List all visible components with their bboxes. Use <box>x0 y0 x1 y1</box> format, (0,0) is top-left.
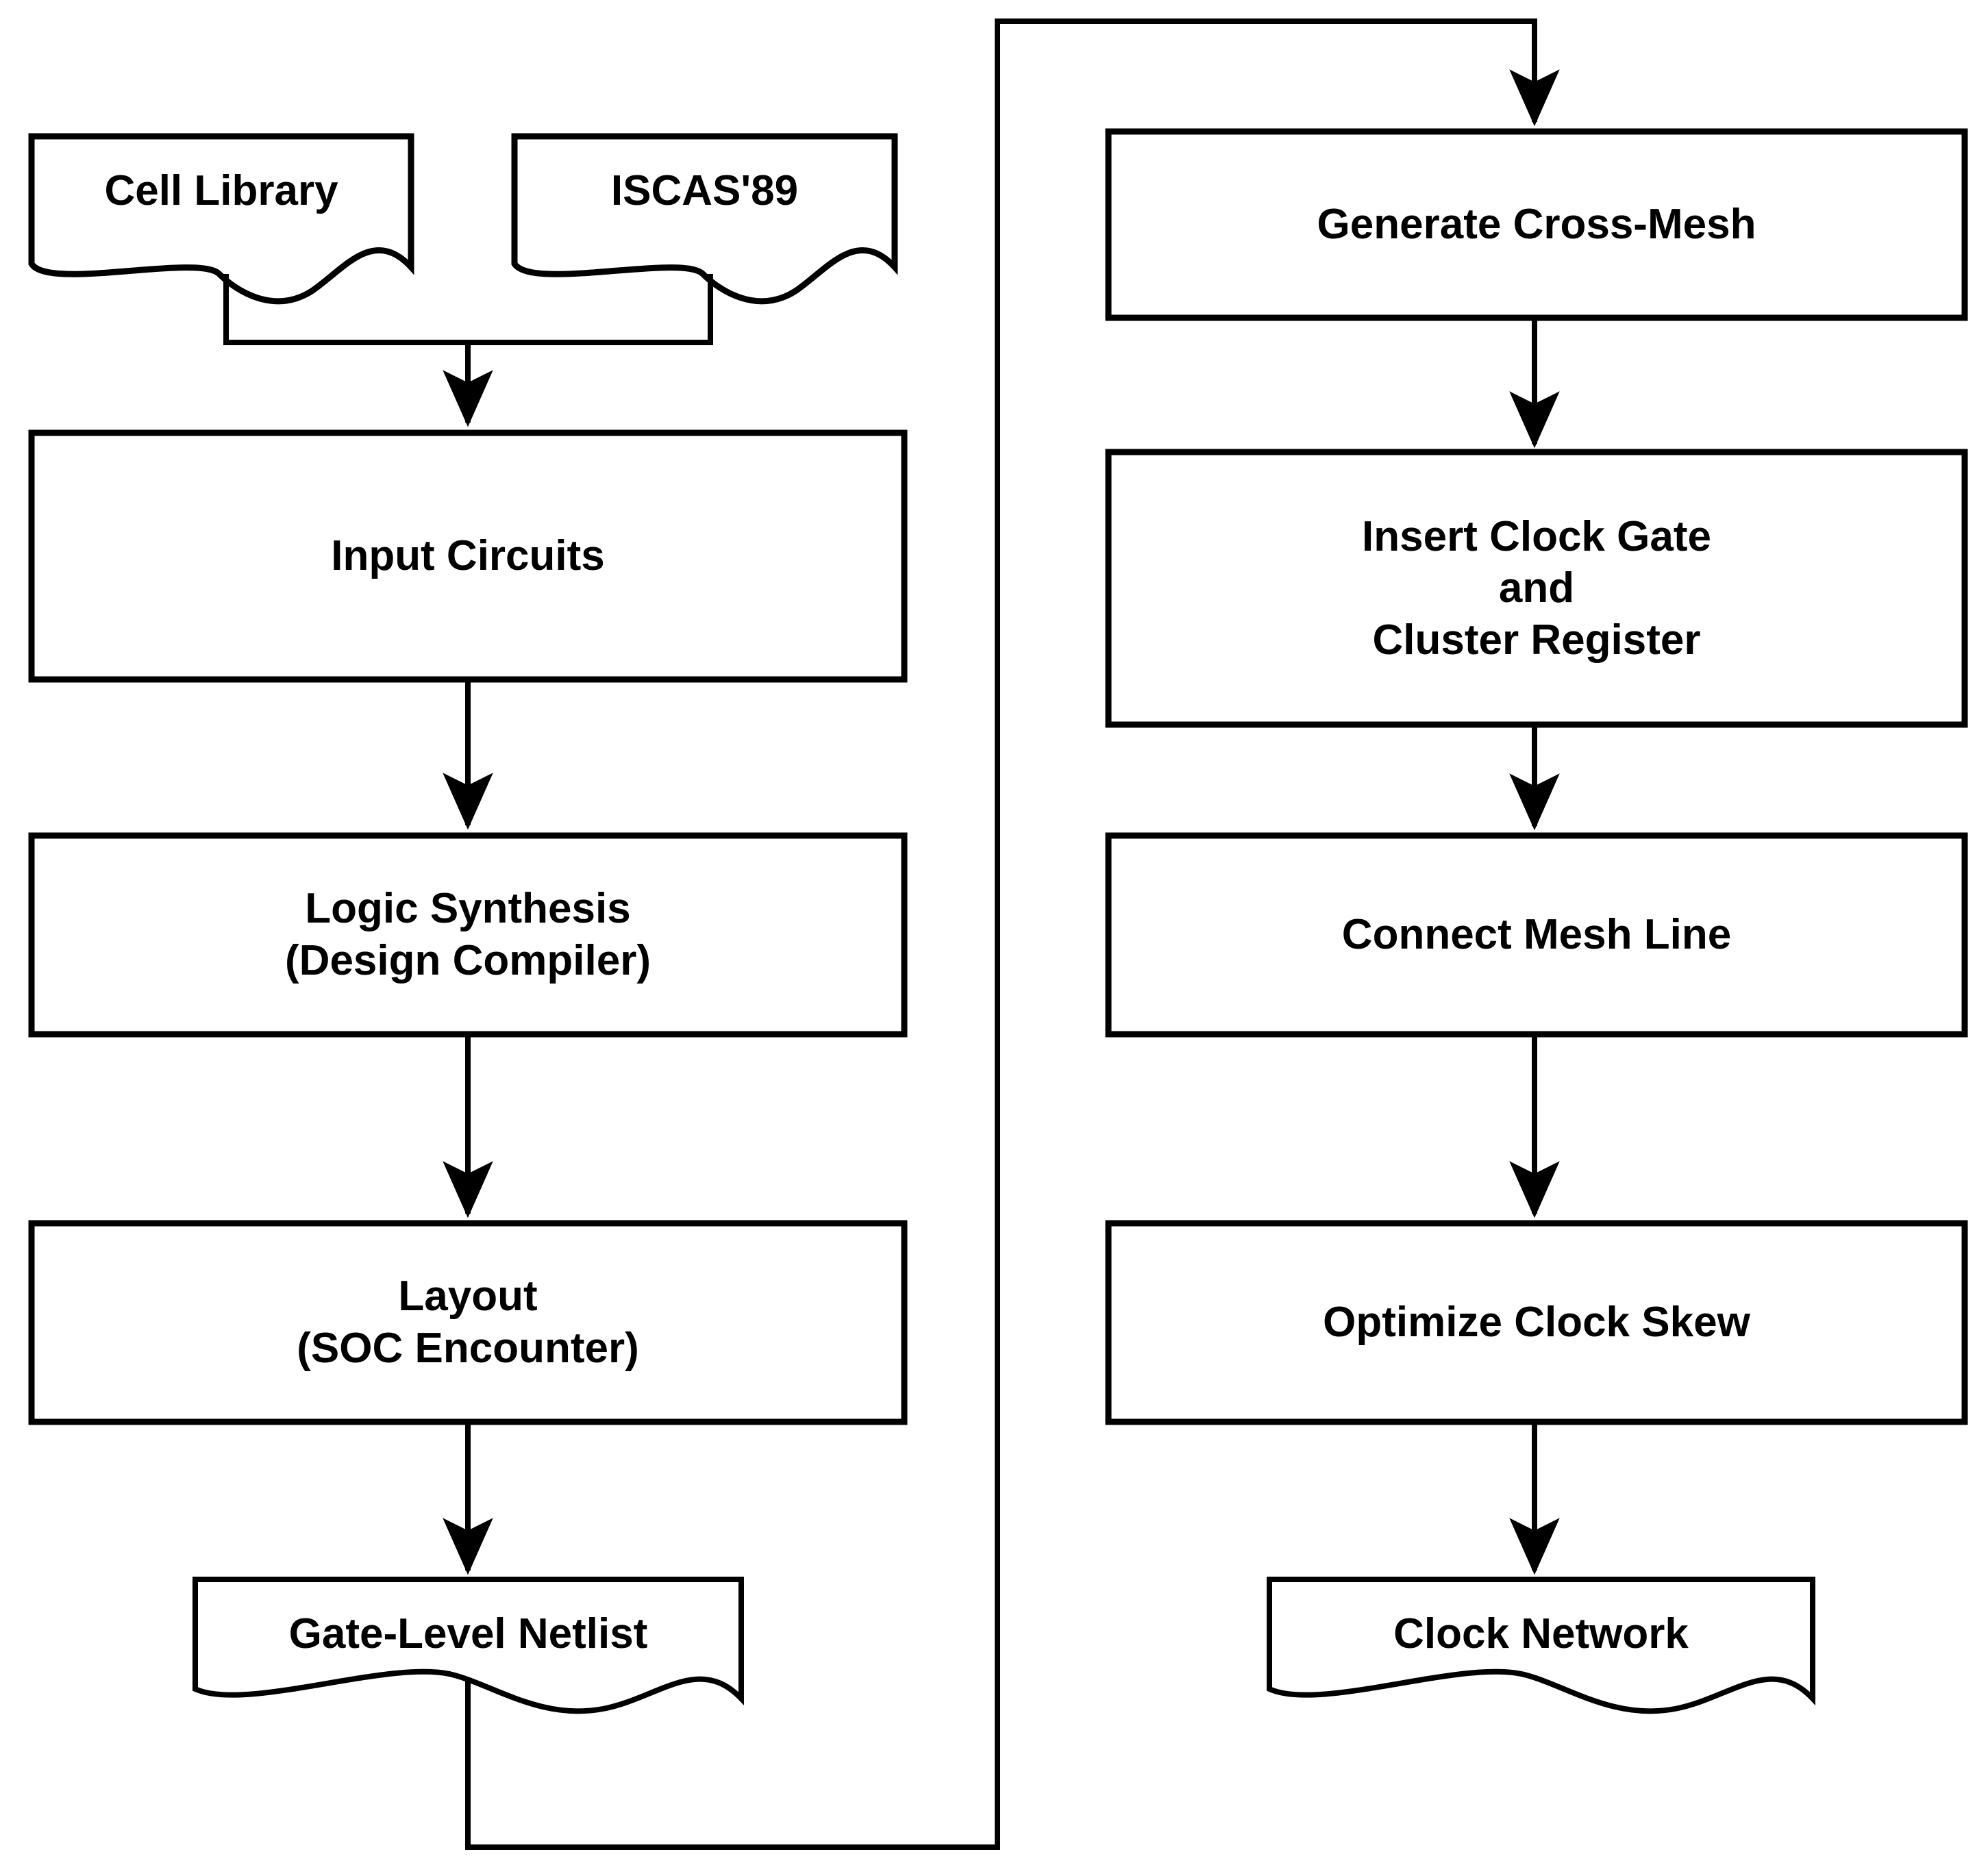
node-shape-cell-library <box>28 133 414 305</box>
node-shape-gate-level-netlist <box>192 1577 744 1714</box>
node-shape-iscas89 <box>511 133 898 305</box>
node-shape-connect-mesh-line <box>1105 832 1968 1038</box>
node-shape-clock-network <box>1267 1577 1815 1714</box>
node-shape-generate-cross-mesh <box>1105 128 1968 321</box>
node-shape-optimize-clock-skew <box>1105 1220 1968 1425</box>
node-shape-insert-clock-gate <box>1105 449 1968 728</box>
node-shape-layout <box>28 1220 908 1425</box>
node-shape-logic-synthesis <box>28 832 908 1038</box>
edge-gate-level-netlist-to-generate-cross-mesh <box>465 18 1560 1850</box>
node-shape-input-circuits <box>28 429 908 683</box>
